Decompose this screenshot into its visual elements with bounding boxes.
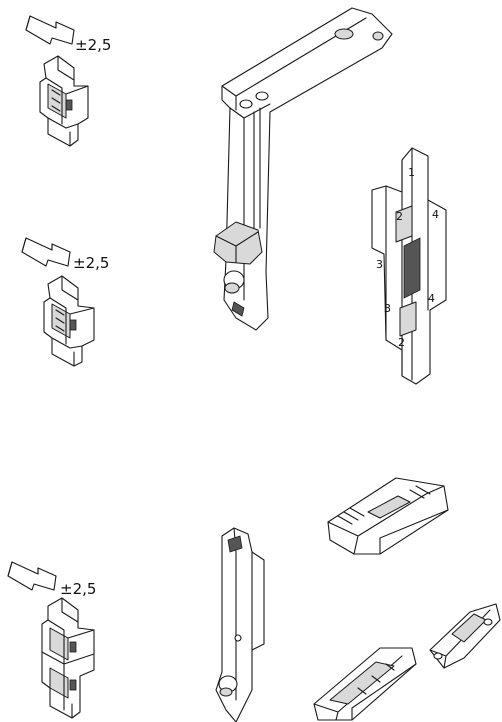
tolerance-label-2: ±2,5 xyxy=(73,254,109,272)
gauge-number-3: 3 xyxy=(376,258,383,271)
striker-plate xyxy=(215,527,265,722)
gauge-number-3b: 3 xyxy=(384,302,391,315)
clip-part-2 xyxy=(43,275,95,367)
clip-part-1 xyxy=(39,55,89,147)
gauge-number-1: 1 xyxy=(408,166,415,179)
stay-arm xyxy=(213,7,393,331)
gauge-number-2: 2 xyxy=(396,210,403,223)
gauge-number-4b: 4 xyxy=(428,292,435,305)
gauge-template: 1 2 4 3 3 4 2 xyxy=(371,147,447,385)
clip-part-6 xyxy=(313,647,417,721)
clip-part-5 xyxy=(429,603,501,669)
clip-part-4 xyxy=(327,477,449,555)
clip-part-3 xyxy=(41,597,95,719)
gauge-number-2b: 2 xyxy=(398,336,405,349)
arrow-icon-1 xyxy=(25,15,75,45)
gauge-number-4: 4 xyxy=(432,208,439,221)
tolerance-label-3: ±2,5 xyxy=(60,580,96,598)
arrow-icon-2 xyxy=(21,237,71,267)
tolerance-label-1: ±2,5 xyxy=(75,36,111,54)
arrow-icon-3 xyxy=(7,561,57,591)
